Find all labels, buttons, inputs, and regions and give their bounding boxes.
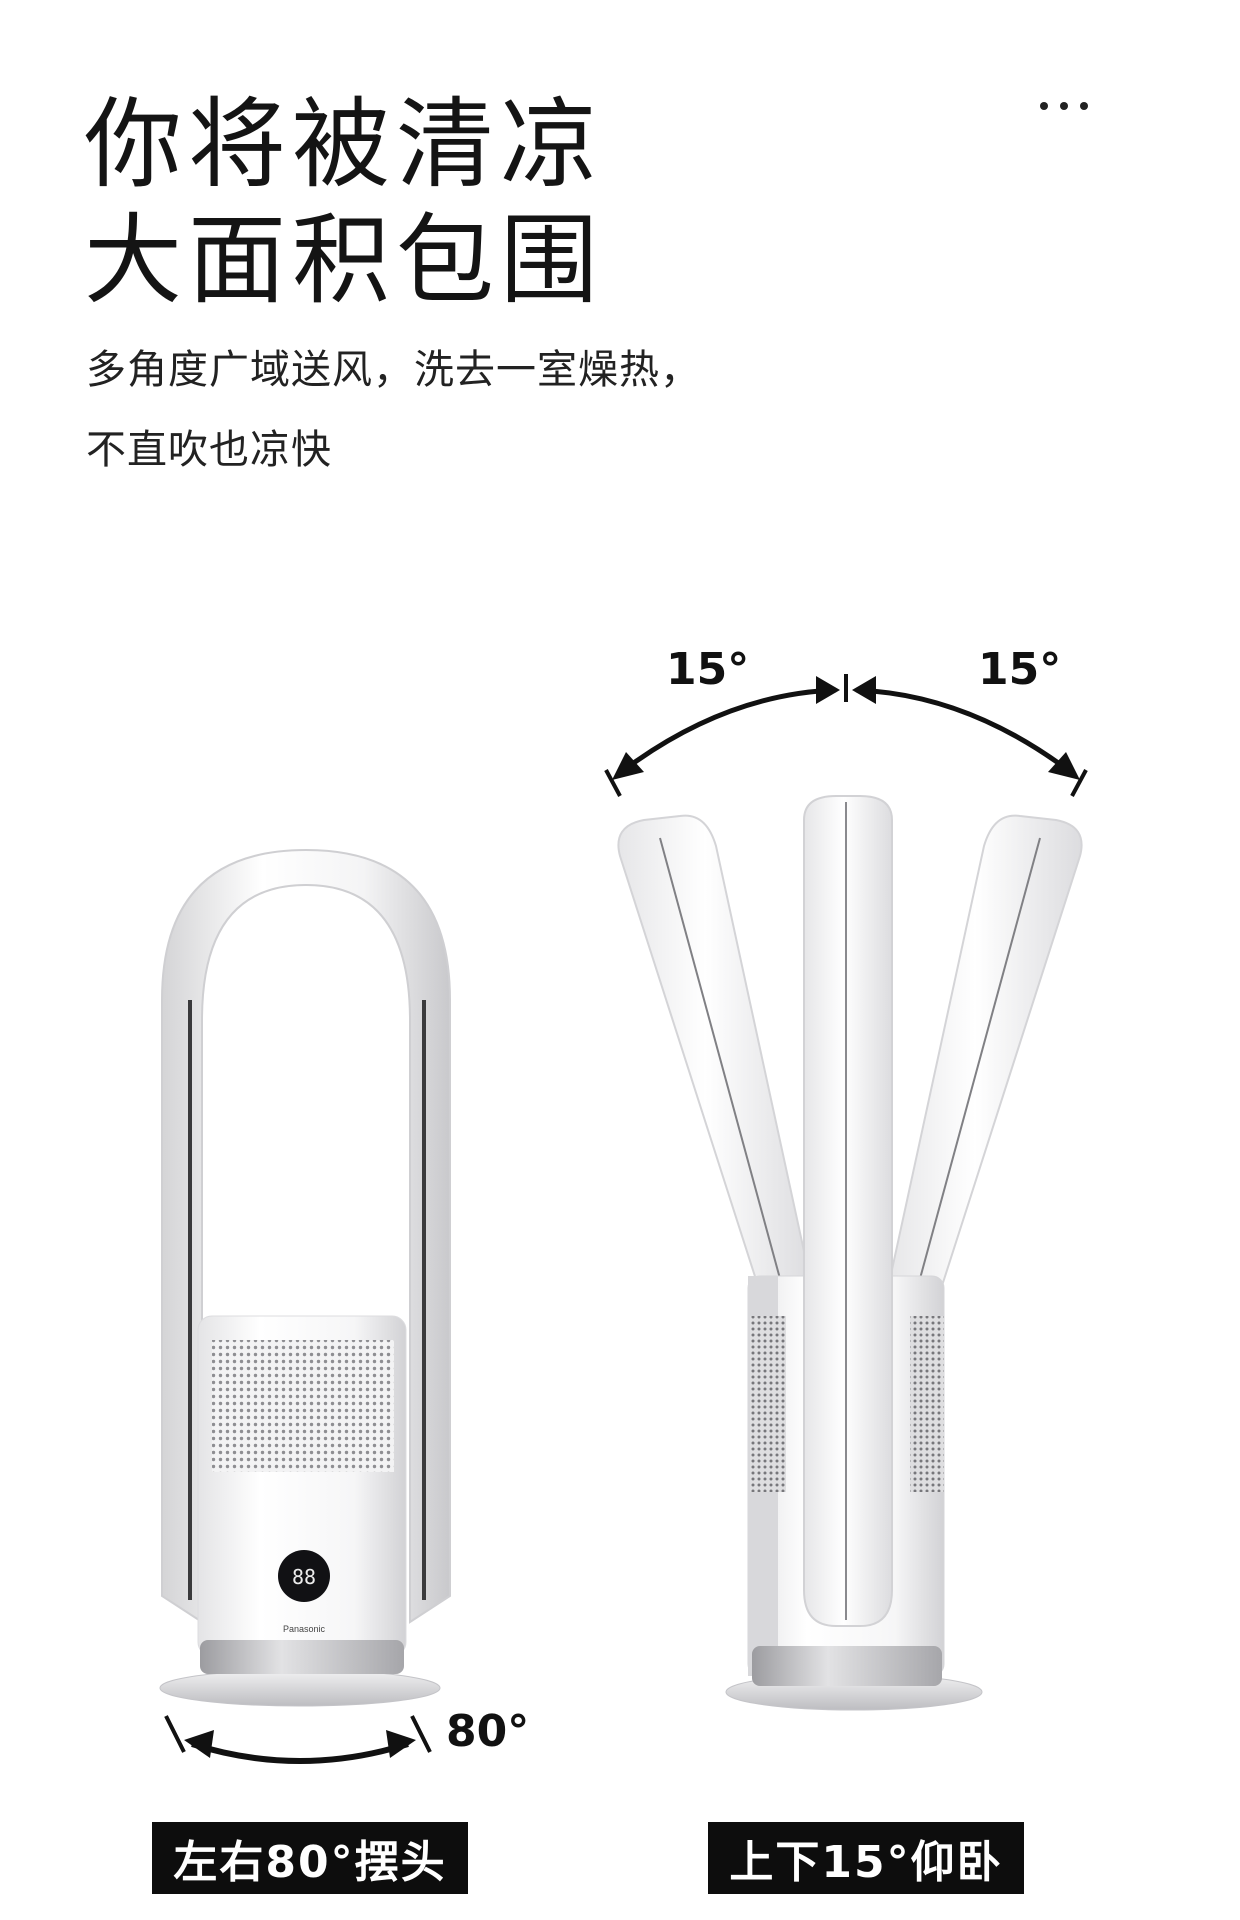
tilt-right-angle-label: 15° [978,644,1062,695]
right-fan-illustration [604,674,1088,1711]
display-reading: 88 [292,1565,316,1589]
swing-caption: 左右80°摆头 [152,1822,468,1894]
tilt-left-angle-label: 15° [666,644,750,695]
subtitle-line-2: 不直吹也凉快 [86,427,332,473]
brand-logo-text: Panasonic [283,1624,326,1634]
subtitle-line-1: 多角度广域送风，洗去一室燥热， [86,347,701,393]
more-horizontal-icon[interactable] [1036,90,1092,120]
headline-line-1: 你将被清凉 [84,88,605,202]
headline-line-2: 大面积包围 [84,204,605,318]
left-fan-illustration: 88 Panasonic [159,848,451,1764]
tilt-caption: 上下15°仰卧 [708,1822,1024,1894]
rotation-angle-label: 80° [446,1706,530,1757]
